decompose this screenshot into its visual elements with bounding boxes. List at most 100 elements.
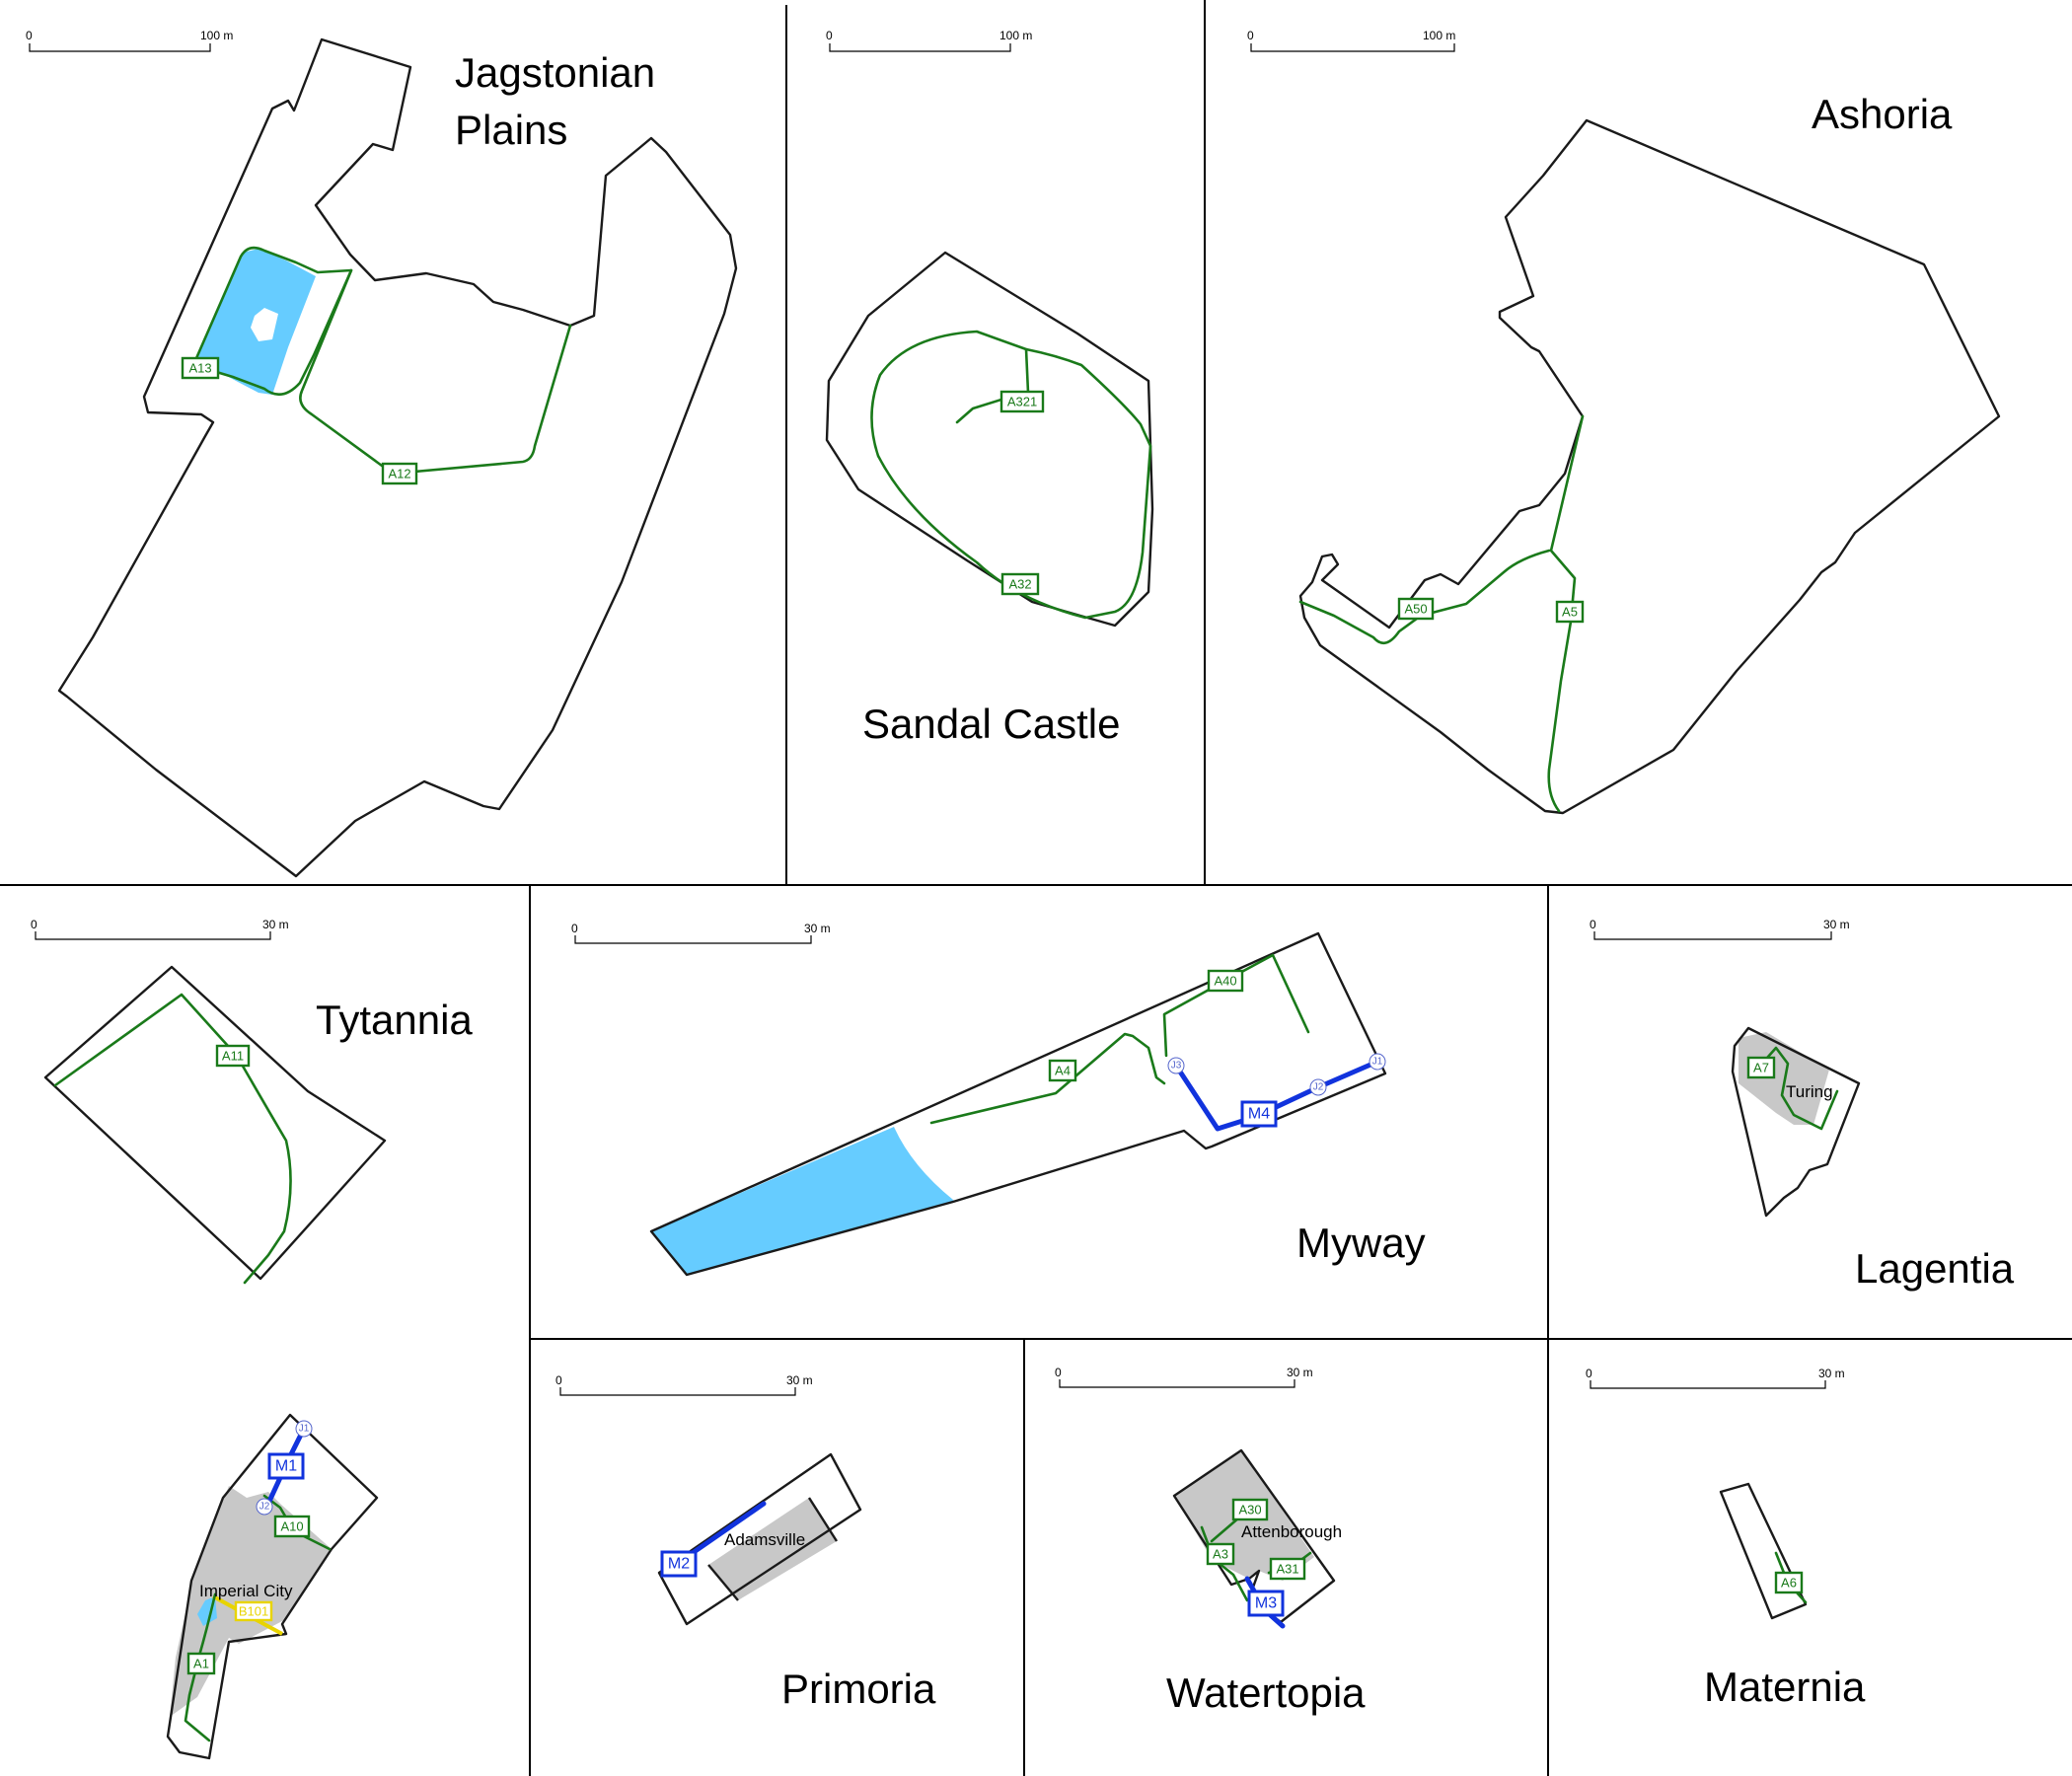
city-label-adamsville: Adamsville bbox=[724, 1530, 805, 1549]
road-a1 bbox=[184, 1592, 217, 1742]
region-name: Myway bbox=[1296, 1220, 1426, 1266]
city-area-adamsville bbox=[708, 1498, 837, 1600]
road-a12 bbox=[299, 268, 572, 476]
scale-zero: 0 bbox=[571, 922, 578, 935]
shield-m2: M2 bbox=[660, 1550, 698, 1578]
scale-zero: 0 bbox=[555, 1373, 562, 1387]
road-a4 bbox=[929, 1032, 1166, 1125]
scale-label: 100 m bbox=[200, 29, 233, 42]
region-primoria: 0 30 m M2 Adamsville Primoria bbox=[555, 1373, 936, 1712]
shield-a40: A40 bbox=[1207, 969, 1244, 993]
shield-label: A31 bbox=[1276, 1562, 1298, 1577]
region-maternia: 0 30 m A6 Maternia bbox=[1586, 1367, 1866, 1710]
shield-label: M4 bbox=[1248, 1106, 1270, 1123]
scale-label: 30 m bbox=[804, 922, 831, 935]
shield-a1: A1 bbox=[186, 1652, 216, 1675]
region-name: Lagentia bbox=[1855, 1245, 2015, 1292]
junction-j1: J1 bbox=[1369, 1053, 1386, 1071]
shield-a7: A7 bbox=[1746, 1056, 1776, 1079]
shield-label: A321 bbox=[1007, 395, 1037, 409]
scale-bar: 0 30 m bbox=[571, 922, 831, 944]
scale-zero: 0 bbox=[1586, 1367, 1592, 1380]
region-boundary-lower bbox=[166, 1413, 379, 1760]
scale-zero: 0 bbox=[26, 29, 33, 42]
shield-label: A40 bbox=[1214, 974, 1236, 989]
scale-label: 30 m bbox=[786, 1373, 813, 1387]
scale-bar: 0 30 m bbox=[1586, 1367, 1845, 1389]
region-name: Watertopia bbox=[1166, 1669, 1366, 1716]
region-boundary bbox=[825, 251, 1154, 628]
scale-bar: 0 30 m bbox=[1055, 1366, 1313, 1388]
shield-label: A11 bbox=[222, 1049, 244, 1064]
shield-label: A4 bbox=[1055, 1064, 1071, 1078]
junction-j1: J1 bbox=[295, 1420, 313, 1438]
scale-label: 30 m bbox=[1823, 918, 1850, 931]
region-name: Primoria bbox=[781, 1665, 936, 1712]
region-boundary bbox=[1731, 1026, 1861, 1218]
shield-m4: M4 bbox=[1240, 1100, 1278, 1128]
shield-b101: B101 bbox=[234, 1600, 273, 1622]
shield-label: M3 bbox=[1255, 1595, 1277, 1612]
lake-island bbox=[251, 308, 278, 341]
shield-label: A50 bbox=[1404, 602, 1427, 617]
junction-label: J3 bbox=[1171, 1061, 1182, 1072]
scale-bar: 0 100 m bbox=[826, 29, 1032, 52]
scale-label: 30 m bbox=[262, 918, 289, 931]
shield-a321: A321 bbox=[999, 390, 1045, 413]
scale-bar: 0 30 m bbox=[1590, 918, 1850, 940]
junction-label: J1 bbox=[1372, 1057, 1383, 1068]
scale-label: 100 m bbox=[999, 29, 1032, 42]
shield-label: A1 bbox=[193, 1657, 209, 1671]
city-label-turing: Turing bbox=[1786, 1082, 1833, 1101]
junction-j2: J2 bbox=[1309, 1078, 1327, 1096]
shield-label: A32 bbox=[1008, 577, 1031, 592]
city-label-attenborough: Attenborough bbox=[1241, 1522, 1342, 1541]
region-boundary bbox=[1298, 118, 2001, 815]
scale-bar: 0 30 m bbox=[555, 1373, 813, 1396]
road-a11 bbox=[53, 993, 292, 1285]
shield-label: B101 bbox=[239, 1604, 268, 1619]
scale-zero: 0 bbox=[1247, 29, 1254, 42]
shield-label: A30 bbox=[1238, 1503, 1261, 1517]
road-a5 bbox=[1547, 414, 1585, 813]
scale-bar: 0 100 m bbox=[26, 29, 233, 52]
region-myway: 0 30 m A40 A4 M4 J1 J2 J3 bbox=[571, 922, 1426, 1277]
region-watertopia: 0 30 m A30 A3 A31 M3 Attenborough Watert… bbox=[1055, 1366, 1366, 1716]
scale-zero: 0 bbox=[826, 29, 833, 42]
scale-bar: 0 100 m bbox=[1247, 29, 1455, 52]
shield-a13: A13 bbox=[181, 356, 220, 380]
shield-label: A5 bbox=[1562, 605, 1578, 620]
shield-label: A13 bbox=[188, 361, 211, 376]
junction-j2: J2 bbox=[256, 1498, 273, 1516]
shield-label: A7 bbox=[1753, 1061, 1769, 1075]
shield-a31: A31 bbox=[1269, 1557, 1306, 1581]
region-sandal-castle: 0 100 m A321 A32 Sandal Castle bbox=[825, 29, 1154, 747]
shield-a5: A5 bbox=[1555, 600, 1585, 624]
scale-label: 100 m bbox=[1423, 29, 1455, 42]
shield-a11: A11 bbox=[215, 1044, 251, 1068]
shield-a32: A32 bbox=[1000, 572, 1040, 596]
shield-a50: A50 bbox=[1397, 597, 1435, 621]
junction-j3: J3 bbox=[1167, 1057, 1185, 1074]
region-boundary bbox=[57, 37, 738, 878]
region-boundary bbox=[1719, 1482, 1808, 1620]
shield-a6: A6 bbox=[1774, 1571, 1804, 1594]
region-boundary bbox=[657, 1452, 862, 1626]
region-name: Ashoria bbox=[1812, 91, 1953, 137]
b-shield-box bbox=[234, 1600, 273, 1622]
region-name: Sandal Castle bbox=[862, 701, 1121, 747]
shield-a12: A12 bbox=[381, 462, 418, 485]
junction-label: J1 bbox=[299, 1424, 310, 1435]
junction-label: J2 bbox=[259, 1502, 270, 1513]
shield-label: A3 bbox=[1213, 1547, 1228, 1562]
city-edge bbox=[707, 1564, 739, 1601]
shield-label: A6 bbox=[1781, 1576, 1797, 1591]
city-edge bbox=[807, 1497, 839, 1542]
scale-bar: 0 30 m bbox=[31, 918, 289, 940]
scale-label: 30 m bbox=[1287, 1366, 1313, 1379]
region-ashoria: 0 100 m A50 A5 Ashoria bbox=[1247, 29, 2001, 815]
scale-zero: 0 bbox=[1590, 918, 1596, 931]
